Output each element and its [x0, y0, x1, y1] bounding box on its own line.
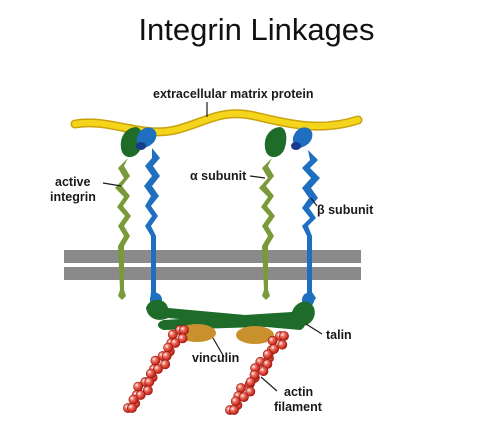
actin-bead [142, 385, 153, 396]
actin-filament-label-line1: actin [284, 385, 313, 399]
actin-bead [230, 396, 241, 407]
integrin-right [259, 127, 320, 307]
actin-bead [160, 359, 171, 370]
beta-subunit-right [302, 150, 320, 304]
talin [146, 299, 315, 330]
actin-bead [267, 335, 278, 346]
actin-bead [163, 342, 173, 353]
actin-bead [269, 343, 279, 354]
alpha-head-left [120, 127, 143, 158]
plasma-membrane [64, 250, 361, 280]
diagram-title: Integrin Linkages [138, 12, 375, 47]
actin-bead [277, 339, 288, 350]
beta-subunit-left [144, 148, 160, 304]
actin-bead [150, 355, 161, 366]
active-integrin-label-line2: integrin [50, 190, 96, 204]
actin-bead [245, 377, 256, 387]
actin-bead [133, 381, 143, 392]
actin-bead [179, 325, 189, 335]
alpha-head-right [264, 127, 287, 158]
ecm-protein-fiber [70, 109, 363, 137]
actin-bead [229, 405, 239, 415]
actin-bead [245, 386, 256, 397]
ecm-protein-label: extracellular matrix protein [153, 87, 313, 101]
actin-bead [177, 333, 188, 344]
vinculin-label: vinculin [192, 351, 239, 365]
actin-bead [135, 390, 146, 400]
actin-filament-right [225, 331, 289, 415]
active-integrin-label-line1: active [55, 175, 90, 189]
beta-subunit-label: β subunit [317, 203, 374, 217]
actin-bead [170, 338, 181, 348]
actin-bead [145, 368, 156, 379]
actin-bead [238, 392, 249, 402]
actin-bead [128, 394, 139, 405]
actin-filament-left [123, 325, 189, 413]
actin-bead [153, 364, 163, 374]
alpha-subunit-right [259, 158, 275, 300]
actin-bead [279, 331, 289, 341]
actin-bead [167, 329, 178, 340]
talin-label: talin [326, 328, 352, 342]
actin-bead [144, 377, 155, 387]
alpha-subunit-left [115, 158, 131, 300]
actin-filament-label-line2: filament [274, 400, 323, 414]
actin-bead [127, 403, 137, 413]
leader-lines [102, 102, 323, 392]
actin-bead [262, 349, 273, 360]
alpha-subunit-label: α subunit [190, 169, 247, 183]
actin-bead [161, 351, 172, 361]
actin-bead [258, 366, 269, 376]
